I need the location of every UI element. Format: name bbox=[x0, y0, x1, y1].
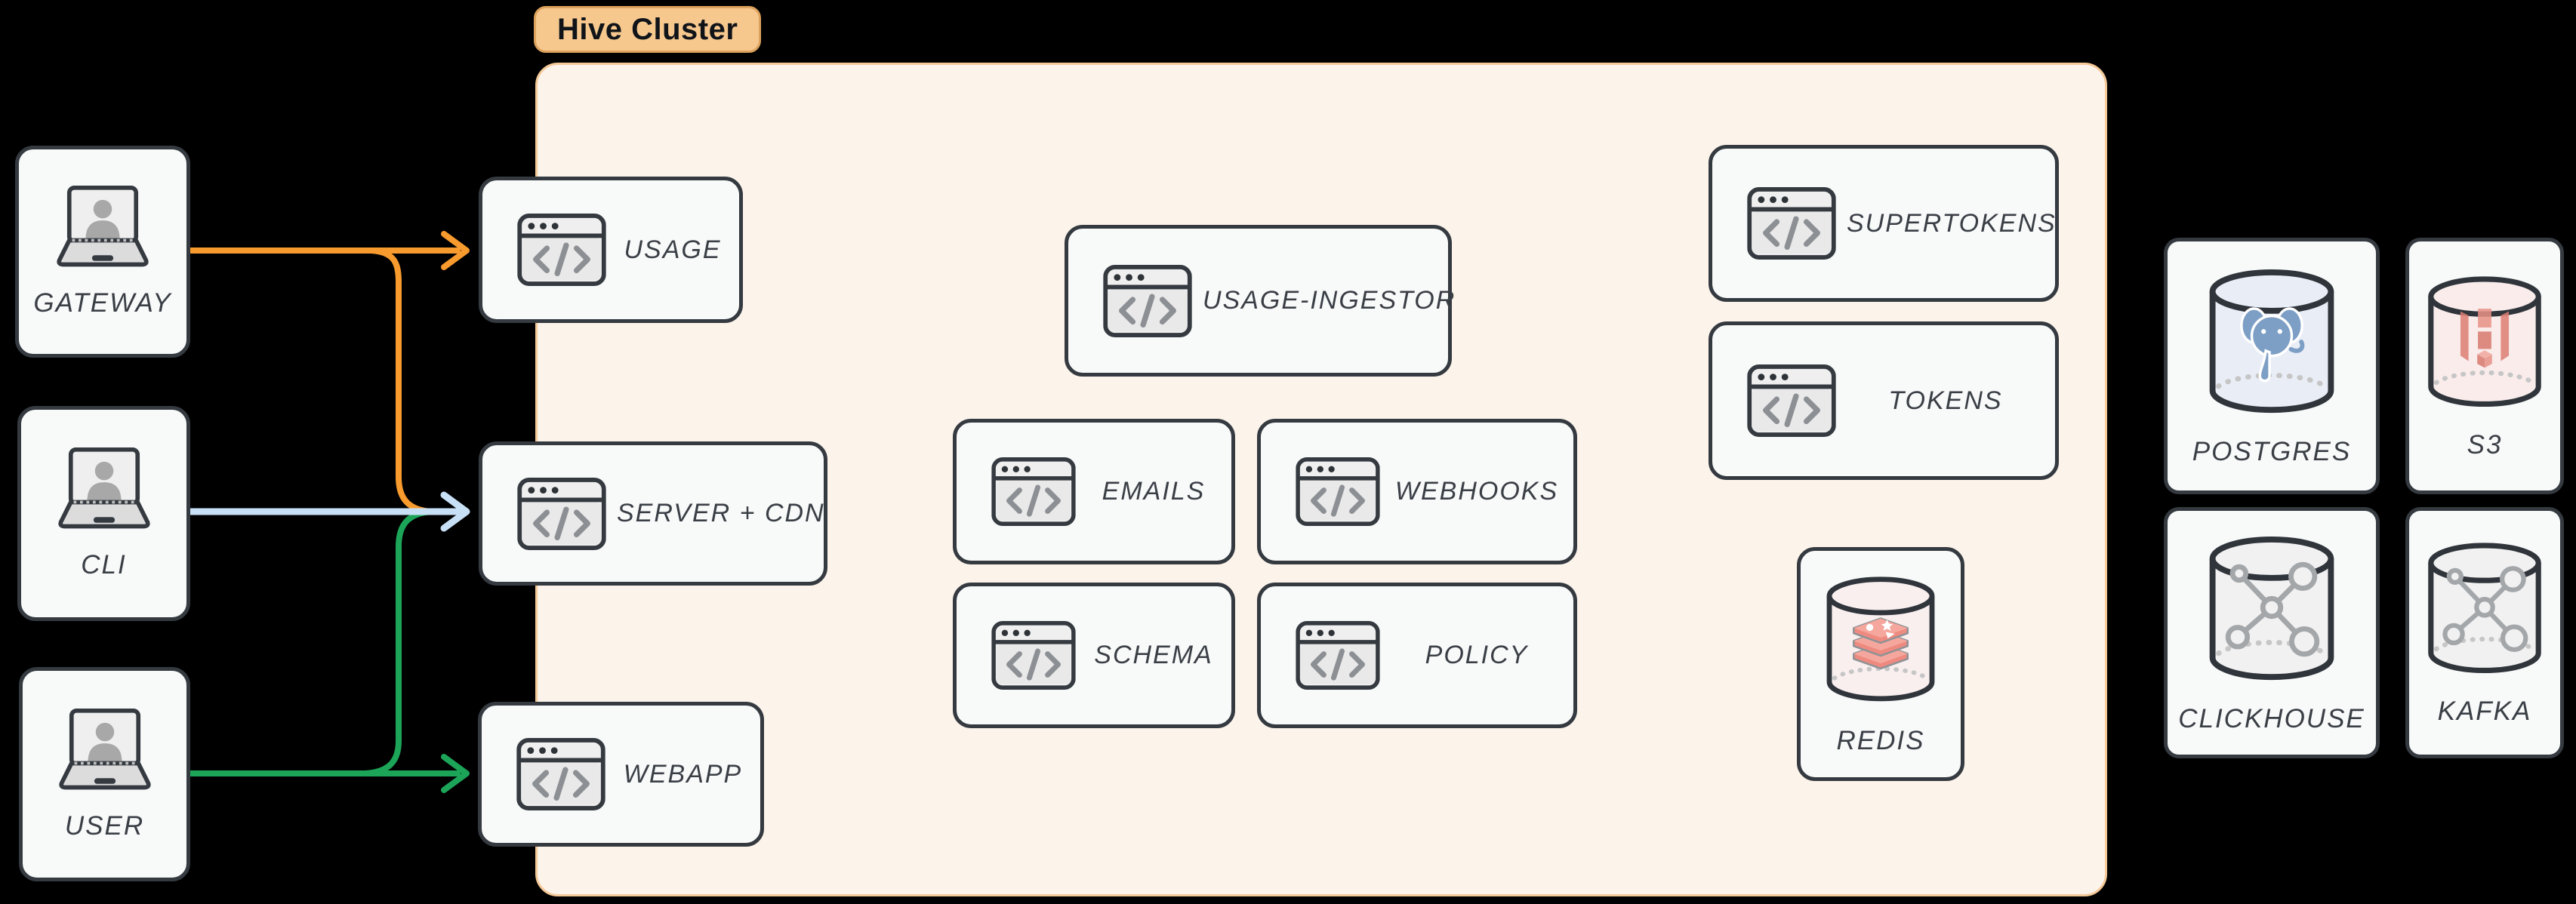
postgres-database-icon bbox=[2198, 265, 2346, 420]
laptop-user-icon bbox=[44, 447, 165, 533]
service-emails: EMAILS bbox=[953, 419, 1235, 564]
service-schema: SCHEMA bbox=[953, 583, 1235, 728]
arrow-user-to-server-cdn bbox=[362, 509, 435, 776]
code-window-icon bbox=[516, 738, 605, 810]
s3-database-icon bbox=[2417, 272, 2552, 414]
code-window-icon bbox=[991, 457, 1076, 526]
datastore-clickhouse: CLICKHOUSE bbox=[2164, 507, 2380, 758]
datastore-redis: REDIS bbox=[1797, 547, 1964, 781]
code-window-icon bbox=[517, 478, 606, 550]
service-label: SERVER + CDN bbox=[617, 499, 825, 527]
datastore-kafka: KAFKA bbox=[2405, 507, 2564, 758]
datastore-postgres: POSTGRES bbox=[2164, 238, 2380, 494]
datastore-label: CLICKHOUSE bbox=[2178, 703, 2365, 733]
arrow-gateway-to-server-cdn bbox=[368, 248, 435, 515]
actor-label: USER bbox=[64, 810, 145, 841]
code-window-icon bbox=[1103, 265, 1192, 337]
service-label: USAGE bbox=[624, 235, 722, 264]
kafka-database-icon bbox=[2417, 539, 2552, 680]
service-label: USAGE-INGESTOR bbox=[1203, 286, 1456, 315]
service-server-cdn: SERVER + CDN bbox=[479, 441, 827, 586]
arrow-cli-to-server-cdn bbox=[186, 491, 470, 532]
actor-label: GATEWAY bbox=[33, 288, 172, 318]
service-label: POLICY bbox=[1425, 641, 1529, 669]
service-label: TOKENS bbox=[1888, 386, 2003, 415]
service-usage-ingestor: USAGE-INGESTOR bbox=[1065, 225, 1454, 377]
actor-gateway: GATEWAY bbox=[15, 146, 190, 358]
service-usage: USAGE bbox=[479, 177, 743, 323]
datastore-label: POSTGRES bbox=[2192, 437, 2352, 466]
code-window-icon bbox=[991, 621, 1076, 690]
service-webapp: WEBAPP bbox=[478, 702, 764, 847]
code-window-icon bbox=[1747, 187, 1836, 260]
datastore-label: REDIS bbox=[1836, 725, 1925, 755]
code-window-icon bbox=[1296, 621, 1380, 690]
service-label: WEBAPP bbox=[623, 759, 743, 789]
service-supertokens: SUPERTOKENS bbox=[1709, 145, 2059, 302]
laptop-user-icon bbox=[45, 708, 165, 795]
code-window-icon bbox=[1747, 364, 1836, 437]
service-webhooks: WEBHOOKS bbox=[1257, 419, 1577, 564]
datastore-label: KAFKA bbox=[2437, 696, 2532, 726]
redis-database-icon bbox=[1816, 573, 1945, 708]
hive-cluster-badge-label: Hive Cluster bbox=[557, 12, 738, 46]
service-label: SUPERTOKENS bbox=[1847, 208, 2057, 238]
actor-cli: CLI bbox=[17, 406, 190, 621]
datastore-label: S3 bbox=[2467, 429, 2503, 460]
service-label: SCHEMA bbox=[1094, 641, 1213, 669]
hive-cluster-badge: Hive Cluster bbox=[534, 6, 762, 53]
service-tokens: TOKENS bbox=[1709, 321, 2059, 480]
actor-user: USER bbox=[19, 667, 190, 881]
laptop-user-icon bbox=[42, 185, 163, 272]
service-policy: POLICY bbox=[1257, 583, 1577, 728]
service-label: WEBHOOKS bbox=[1394, 477, 1559, 506]
arrow-gateway-to-usage bbox=[188, 231, 470, 270]
code-window-icon bbox=[1296, 457, 1380, 526]
service-label: EMAILS bbox=[1102, 477, 1206, 506]
clickhouse-database-icon bbox=[2198, 532, 2346, 687]
code-window-icon bbox=[517, 214, 606, 286]
datastore-s3: S3 bbox=[2405, 238, 2564, 494]
actor-label: CLI bbox=[81, 550, 127, 580]
arrow-user-to-webapp bbox=[186, 754, 470, 793]
